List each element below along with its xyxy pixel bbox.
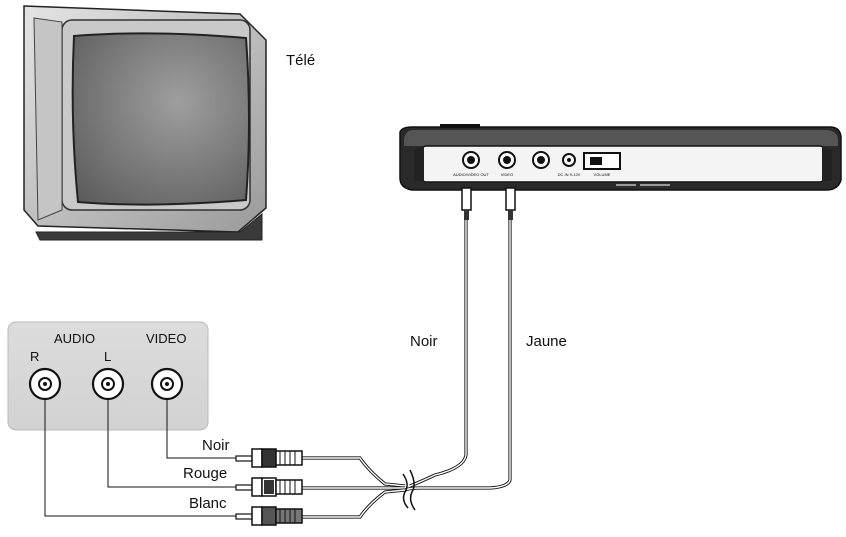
player-dc-label: DC IN 9-12V xyxy=(558,172,581,177)
cable-black-label: Noir xyxy=(202,437,230,454)
rca-plug-red xyxy=(235,477,303,497)
player-video-label: VIDEO xyxy=(501,172,513,177)
player-cables xyxy=(402,187,516,511)
tv-input-panel xyxy=(7,321,209,431)
tv-label: Télé xyxy=(286,52,316,69)
tv-illustration xyxy=(23,5,267,241)
rca-plug-black xyxy=(235,448,303,468)
cable-red-label: Rouge xyxy=(183,465,228,482)
player-av-out-label: AUDIO/VIDEO OUT xyxy=(453,172,489,177)
rca-cables xyxy=(300,456,406,519)
cable-white-label: Blanc xyxy=(189,495,227,512)
cable-yellow-main-label: Jaune xyxy=(526,333,567,350)
panel-right-label: R xyxy=(30,349,40,364)
cable-black-main-label: Noir xyxy=(410,333,438,350)
player-volume-label: VOLUME xyxy=(594,172,611,177)
rca-plug-white xyxy=(235,506,303,526)
panel-video-label: VIDEO xyxy=(146,331,187,346)
panel-audio-label: AUDIO xyxy=(54,331,96,346)
panel-left-label: L xyxy=(104,349,112,364)
connection-lines xyxy=(44,399,236,517)
dvd-player-illustration: AUDIO/VIDEO OUT VIDEO DC IN 9-12V VOLUME xyxy=(399,124,842,191)
